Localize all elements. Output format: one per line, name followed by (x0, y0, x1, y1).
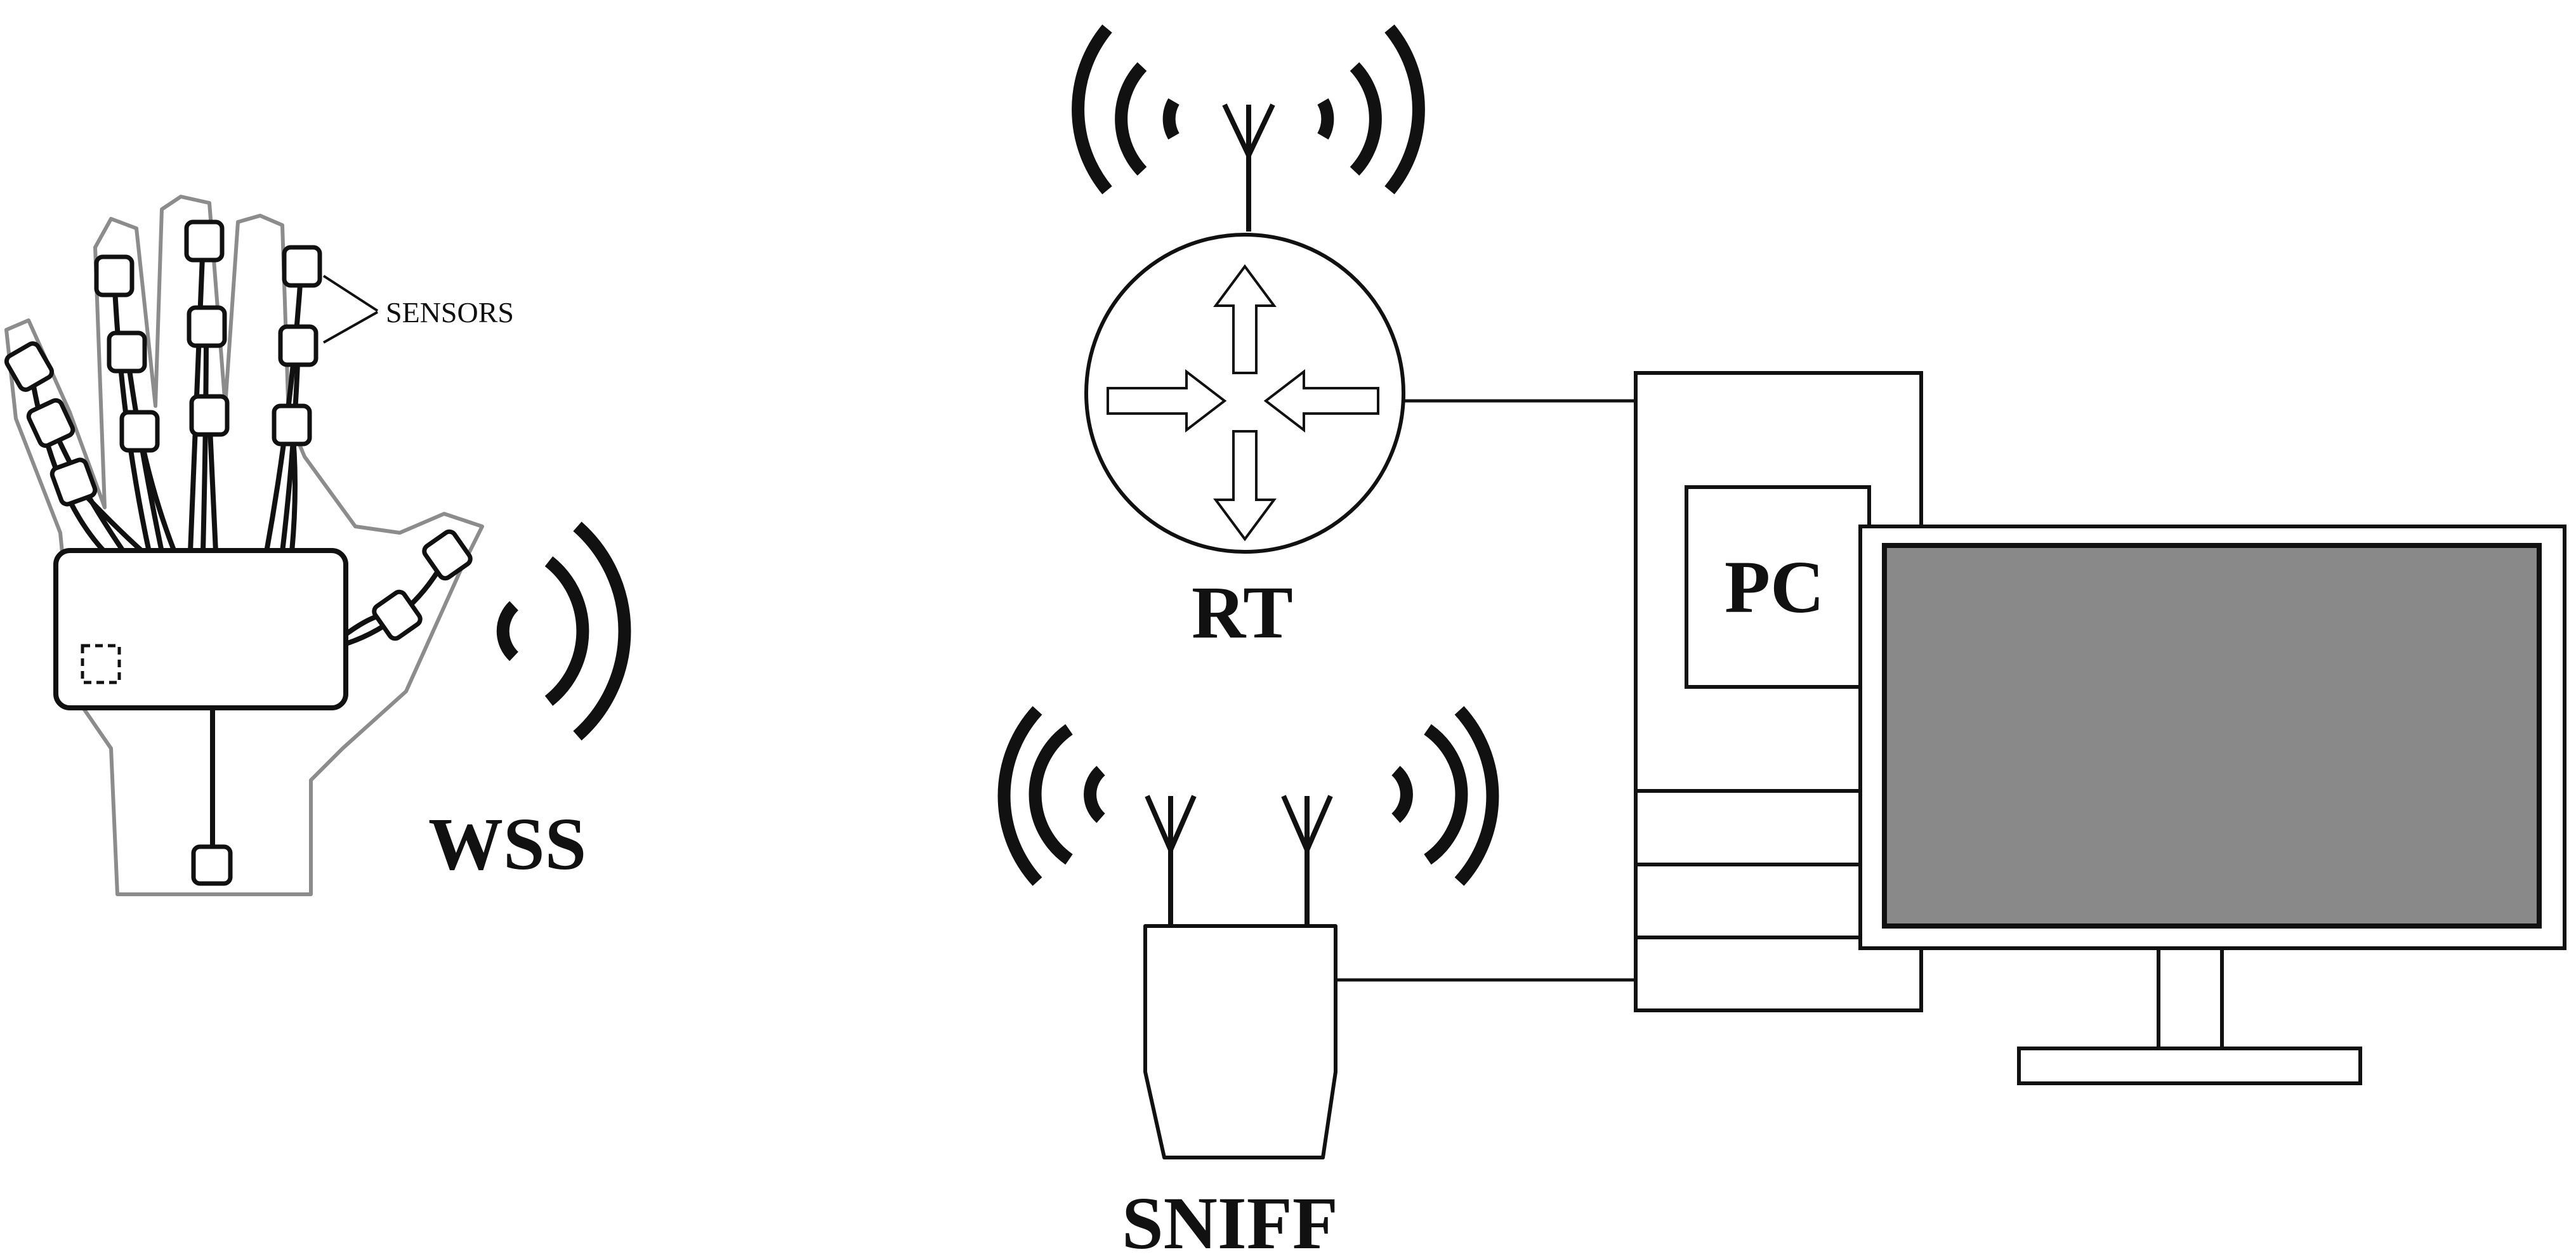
wss-chip (81, 644, 121, 684)
sensor-pad (372, 589, 423, 641)
sensor-pad (422, 529, 473, 581)
router-waves-icon (1072, 24, 1425, 195)
sensor-pad (4, 341, 55, 392)
sensor-pad (26, 398, 76, 448)
sensor-pad (184, 219, 225, 263)
sensor-pad (278, 324, 319, 367)
antenna-icon (1145, 795, 1333, 926)
wss-glove: SENSORS WSS (4, 195, 631, 896)
sensor-callout (322, 275, 379, 344)
sensor-pad (282, 245, 322, 288)
monitor-stand-neck (2157, 946, 2224, 1050)
pc-monitor (1858, 525, 2566, 1085)
sniffer-icon (1143, 924, 1337, 1159)
sensor-pad (187, 305, 227, 348)
connection-lines (1336, 399, 1636, 982)
monitor-stand-base (2017, 1047, 2362, 1085)
sensor-pad (107, 330, 147, 374)
rt-router: RT (1072, 24, 1425, 654)
glove-sensors (4, 219, 473, 886)
wireless-waves-icon (496, 521, 631, 741)
pc-label: PC (1725, 545, 1824, 629)
sensor-pad (189, 394, 230, 437)
router-icon (1084, 233, 1405, 554)
sensor-pad (94, 254, 135, 297)
sniff-label: SNIFF (1122, 1182, 1338, 1256)
pc-label-panel (1685, 485, 1871, 689)
wss-module (53, 548, 348, 710)
sniff-device: SNIFF (997, 706, 1499, 1259)
rt-label: RT (1192, 571, 1293, 654)
sniffer-waves-icon (997, 706, 1499, 886)
wss-label: WSS (428, 802, 586, 885)
drive-bays (1636, 789, 1860, 939)
sensors-label: SENSORS (386, 296, 514, 329)
router-arrows (1107, 264, 1379, 542)
sensor-pad (272, 403, 312, 447)
monitor-screen (1882, 543, 2542, 929)
sensor-pad (191, 844, 233, 886)
sensor-pad (119, 410, 160, 453)
antenna-icon (1222, 103, 1275, 232)
sensor-wires (28, 240, 450, 847)
sensor-pad (49, 457, 98, 507)
